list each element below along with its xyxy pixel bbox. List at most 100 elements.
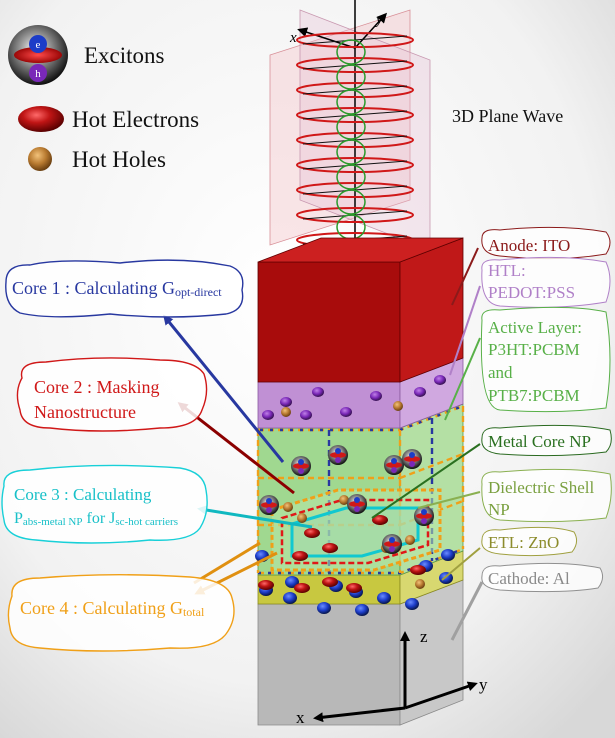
exciton-lobe	[384, 541, 400, 547]
core2-line1: Core 2 : Masking	[34, 377, 160, 397]
exciton-hole	[335, 457, 341, 463]
label-shell-1: Dielectric Shell	[488, 478, 594, 497]
wave-lobe-red	[296, 132, 414, 148]
hole-particle	[370, 391, 382, 401]
axis-x-arrow	[313, 706, 406, 723]
axis-y-arrow	[404, 681, 478, 710]
core2-arrow	[177, 402, 295, 495]
exciton-electron	[298, 459, 304, 465]
label-shell-2: NP	[488, 500, 510, 519]
hot-electron-icon	[18, 106, 64, 132]
hot-hole-particle	[281, 407, 291, 417]
device-stack	[255, 237, 465, 726]
wave-lobe-red	[296, 107, 414, 123]
exciton-hole	[391, 467, 397, 473]
cathode-layer	[257, 579, 464, 726]
exciton-electron	[335, 448, 341, 454]
exciton-hole	[389, 546, 395, 552]
electron-particle	[283, 592, 297, 604]
hot-hole-particle	[393, 401, 403, 411]
electron-particle	[355, 604, 369, 616]
core3-arrow	[197, 505, 313, 529]
hot-electron-particle	[258, 580, 274, 590]
hole-particle	[300, 410, 312, 420]
exciton-hole	[298, 468, 304, 474]
exciton-particle	[291, 456, 311, 476]
hot-hole-particle	[339, 495, 349, 505]
hot-electron-particle	[322, 577, 338, 587]
exciton-lobe	[416, 513, 432, 519]
hot-electron-particle	[372, 515, 388, 525]
core4-arrow-b	[193, 541, 261, 585]
metal-core-leader	[371, 443, 481, 519]
exciton-hole	[354, 506, 360, 512]
wave-lobe-green	[336, 64, 366, 90]
hole-particle	[340, 407, 352, 417]
coordinate-axes: z y x	[296, 627, 488, 727]
axis-z-label: z	[420, 627, 428, 646]
electron-particle	[439, 572, 453, 584]
exciton-particle	[414, 506, 434, 526]
label-cathode: Cathode: Al	[488, 569, 570, 588]
exciton-lobe	[404, 456, 420, 462]
wave-lobes	[296, 32, 414, 248]
legend-excitons-label: Excitons	[84, 43, 165, 68]
core3-callout: Core 3 : Calculating Pabs-metal NP for J…	[1, 464, 208, 544]
wave-lobe-red	[296, 82, 414, 98]
wave-lobe-green	[336, 39, 366, 65]
wave-lobe-red	[296, 182, 414, 198]
label-active-1: Active Layer:	[488, 318, 582, 337]
particles	[255, 375, 455, 616]
exciton-lobe	[386, 462, 402, 468]
exciton-particle	[347, 494, 367, 514]
hot-electron-particle	[304, 528, 320, 538]
exciton-electron	[266, 498, 272, 504]
exciton-particle	[259, 495, 279, 515]
core1-subscript: opt-direct	[175, 285, 222, 299]
exciton-h-label: h	[35, 68, 41, 80]
hot-electron-particle	[292, 551, 308, 561]
exciton-lobe	[330, 452, 346, 458]
layer-labels: Anode: ITO HTL: PEDOT:PSS Active Layer: …	[371, 226, 612, 641]
label-etl: ETL: ZnO	[488, 533, 559, 552]
core3-mid: for J	[82, 510, 115, 527]
hole-particle	[312, 387, 324, 397]
etl-leader	[441, 547, 481, 581]
core-shell-nanoparticle	[270, 488, 442, 572]
plane-wave-title: 3D Plane Wave	[452, 106, 563, 126]
wave-lobe-red	[296, 57, 414, 73]
exciton-electron	[409, 452, 415, 458]
wave-lobe-green	[336, 164, 366, 190]
axis-x-label: x	[296, 708, 305, 727]
legend-hot-electrons-label: Hot Electrons	[72, 107, 199, 132]
exciton-electron	[391, 458, 397, 464]
exciton-hole	[266, 507, 272, 513]
exciton-electron	[389, 537, 395, 543]
electron-particle	[441, 549, 455, 561]
electron-particle	[377, 592, 391, 604]
active-leader	[444, 337, 481, 421]
exciton-hole	[421, 518, 427, 524]
wave-lobe-green	[336, 114, 366, 140]
core4-label: Core 4 : Calculating G	[20, 598, 183, 618]
wave-axis-x-label: x	[289, 30, 297, 46]
htl-layer	[257, 357, 464, 429]
exciton-lobe	[349, 501, 365, 507]
axis-y-label: y	[479, 675, 488, 694]
exciton-particle	[382, 534, 402, 554]
electron-particle	[285, 576, 299, 588]
wave-lobe-red	[296, 157, 414, 173]
exciton-electron	[421, 509, 427, 515]
anode-layer	[257, 237, 464, 383]
hole-particle	[280, 397, 292, 407]
wave-lobe-green	[336, 89, 366, 115]
svg-text:Core 4 : Calculating Gtotal: Core 4 : Calculating Gtotal	[20, 598, 205, 619]
wave-lobe-red	[296, 32, 414, 48]
svg-text:Core 1 : Calculating Gopt-dire: Core 1 : Calculating Gopt-direct	[12, 278, 222, 299]
cathode-leader	[450, 581, 484, 641]
hot-electron-particle	[346, 583, 362, 593]
exciton-particle	[384, 455, 404, 475]
exciton-e-label: e	[36, 39, 41, 51]
hot-hole-particle	[297, 513, 307, 523]
core3-p: P	[14, 510, 23, 527]
